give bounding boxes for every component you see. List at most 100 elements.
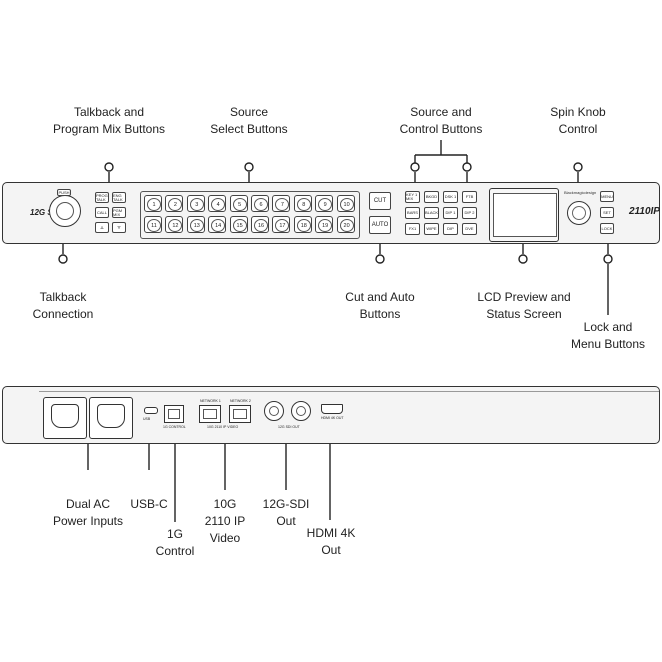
network2-label: NETWORK 2	[230, 399, 251, 403]
xlr-push-tab[interactable]: PUSH	[57, 189, 71, 196]
source-button-number: 7	[275, 198, 290, 211]
source-button-number: 6	[254, 198, 268, 211]
menu-button[interactable]: MENU	[600, 191, 614, 202]
control-button[interactable]: BLACK	[424, 207, 439, 219]
volume-up-button[interactable]: ▵	[95, 222, 109, 233]
source-button[interactable]: 10	[336, 195, 355, 212]
source-button-number: 4	[211, 198, 226, 211]
sdi-out-1[interactable]	[264, 401, 284, 421]
callout-lcd: LCD Preview and Status Screen	[466, 289, 582, 323]
eng-talk-button[interactable]: ENG TALK	[112, 192, 126, 203]
control-button[interactable]: DSK 1	[443, 191, 458, 203]
callout-talkback-connection: Talkback Connection	[16, 289, 110, 323]
source-button[interactable]: 7	[272, 195, 291, 212]
source-button-number: 11	[147, 219, 161, 232]
control-button[interactable]: DIP 2	[462, 207, 477, 219]
source-button[interactable]: 8	[293, 195, 312, 212]
callout-source-select: Source Select Buttons	[199, 104, 299, 138]
source-button[interactable]: 17	[272, 216, 291, 233]
cut-button[interactable]: CUT	[369, 192, 391, 210]
call-button[interactable]: CALL	[95, 207, 109, 218]
source-button[interactable]: 19	[315, 216, 334, 233]
control-button[interactable]: FTB	[462, 191, 477, 203]
control-button[interactable]: DVE	[462, 223, 477, 235]
source-button[interactable]: 20	[336, 216, 355, 233]
rear-panel: USB 1G CONTROL NETWORK 1 NETWORK 2 10G 2…	[2, 386, 660, 444]
pgm-mix-button[interactable]: PGM MIX	[112, 207, 126, 218]
ip-video-label: 10G 2110 IP VIDEO	[207, 425, 239, 429]
control-button[interactable]: DIP	[443, 223, 458, 235]
source-button-number: 8	[296, 198, 311, 211]
callout-line: Control	[558, 122, 598, 136]
callout-usbc: USB-C	[126, 496, 172, 513]
lock-button[interactable]: LOCK	[600, 223, 614, 234]
source-button[interactable]: 11	[144, 216, 162, 233]
source-button-number: 1	[147, 198, 161, 211]
control-button[interactable]: KEY 1 MIX	[405, 191, 420, 203]
volume-down-button[interactable]: ▿	[112, 222, 126, 233]
source-button-number: 19	[318, 219, 333, 232]
talkback-xlr-connector[interactable]	[49, 195, 81, 227]
source-button[interactable]: 1	[144, 195, 162, 212]
control-button[interactable]: BARS	[405, 207, 420, 219]
control-button[interactable]: BKGD	[424, 191, 439, 203]
source-button[interactable]: 18	[293, 216, 312, 233]
usb-c-port[interactable]	[144, 407, 158, 414]
callout-line: USB-C	[130, 497, 168, 511]
callout-line: HDMI 4K	[306, 526, 356, 540]
network2-port[interactable]	[229, 405, 251, 423]
source-button[interactable]: 14	[208, 216, 227, 233]
callout-line: Connection	[32, 307, 94, 321]
model-label-left: 12G SDI	[30, 208, 61, 217]
source-button[interactable]: 5	[229, 195, 248, 212]
callout-line: Buttons	[359, 307, 401, 321]
sdi-out-2[interactable]	[291, 401, 311, 421]
callout-line: Cut and Auto	[345, 290, 415, 304]
source-button[interactable]: 13	[186, 216, 205, 233]
source-button[interactable]: 6	[251, 195, 269, 212]
source-button[interactable]: 2	[165, 195, 184, 212]
source-button-number: 10	[339, 198, 354, 211]
callout-line: Out	[276, 514, 296, 528]
source-button[interactable]: 12	[165, 216, 184, 233]
source-button-number: 20	[339, 219, 354, 232]
ac-power-inlet-1[interactable]	[43, 397, 87, 439]
hdmi-out-label: HDMI 4K OUT	[321, 416, 344, 420]
callout-1g-control: 1G Control	[147, 526, 203, 560]
ac-power-inlet-2[interactable]	[89, 397, 133, 439]
source-button-number: 13	[189, 219, 204, 232]
control-button[interactable]: DIP 1	[443, 207, 458, 219]
callout-line: Status Screen	[486, 307, 562, 321]
lcd-screen	[493, 193, 557, 237]
source-button-number: 3	[189, 198, 204, 211]
network1-port[interactable]	[199, 405, 221, 423]
source-button-number: 17	[275, 219, 290, 232]
source-button[interactable]: 3	[186, 195, 205, 212]
model-label-right: 2110IP	[629, 206, 660, 217]
source-button[interactable]: 4	[208, 195, 227, 212]
ethernet-control-port[interactable]	[164, 405, 184, 423]
control-button[interactable]: FX1	[405, 223, 420, 235]
source-button[interactable]: 16	[251, 216, 269, 233]
callout-cut-auto: Cut and Auto Buttons	[331, 289, 429, 323]
usb-port-label: USB	[143, 417, 151, 421]
callout-line: Source	[229, 105, 269, 119]
callout-line: Out	[321, 543, 341, 557]
prog-talk-button[interactable]: PROG TALK	[95, 192, 109, 203]
callout-hdmi-out: HDMI 4K Out	[298, 525, 364, 559]
callout-lock-menu: Lock and Menu Buttons	[560, 319, 656, 353]
source-button-number: 2	[168, 198, 183, 211]
source-button[interactable]: 15	[229, 216, 248, 233]
source-button[interactable]: 9	[315, 195, 334, 212]
spin-knob[interactable]	[567, 201, 591, 225]
sdi-out-label: 12G SDI OUT	[278, 425, 300, 429]
callout-line: Dual AC	[65, 497, 111, 511]
callout-line: Menu Buttons	[570, 337, 646, 351]
auto-button[interactable]: AUTO	[369, 216, 391, 234]
set-button[interactable]: SET	[600, 207, 614, 218]
hdmi-out-port[interactable]	[321, 404, 343, 414]
callout-line: Source and	[410, 105, 472, 119]
callout-10g-video: 10G 2110 IP Video	[195, 496, 255, 547]
control-button[interactable]: WIPE	[424, 223, 439, 235]
